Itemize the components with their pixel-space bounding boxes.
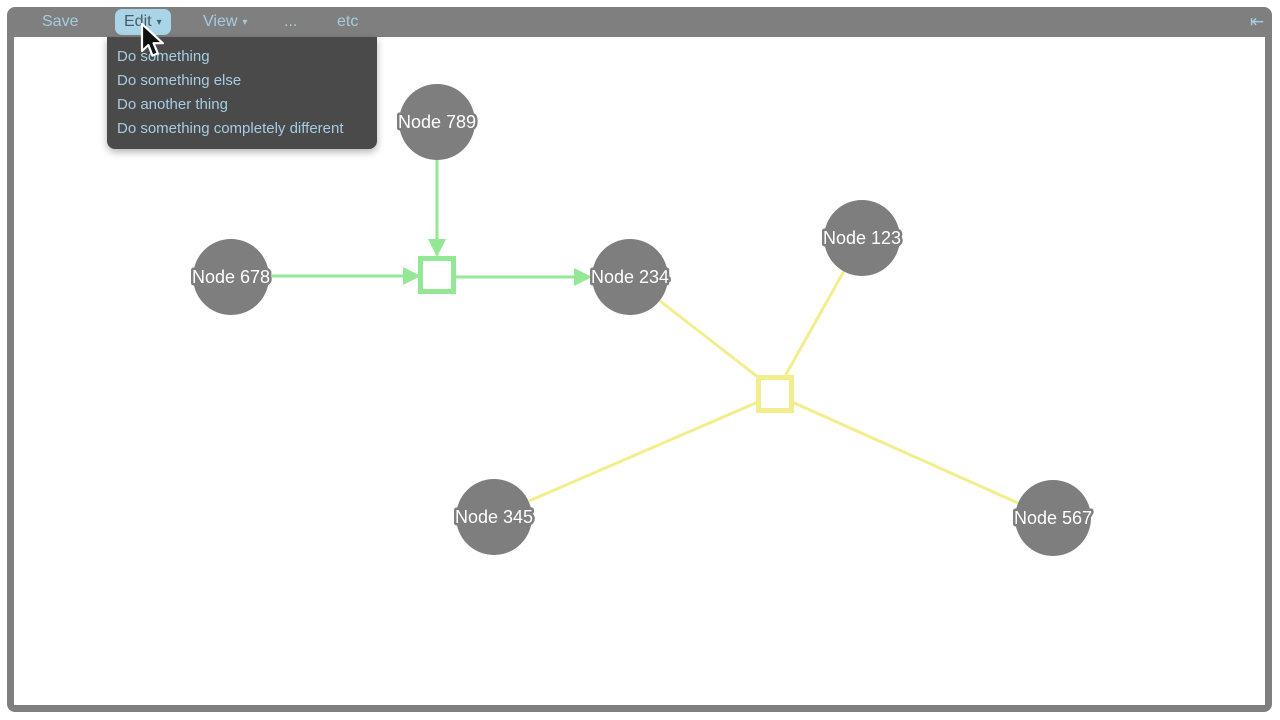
graph-node-345[interactable]: Node 345: [452, 479, 536, 555]
graph-node-789[interactable]: Node 789: [395, 84, 479, 160]
collapse-left-icon[interactable]: ⇤: [1250, 12, 1265, 31]
menu-item-view[interactable]: View ▾: [203, 7, 247, 37]
menu-item-view-label: View: [203, 13, 238, 30]
menu-item-etc[interactable]: etc: [337, 13, 359, 30]
graph-node-234[interactable]: Node 234: [588, 239, 672, 315]
node-678-label: Node 678: [192, 267, 270, 287]
menubar: Save Edit▾ View▾ ... etc ⇤: [7, 7, 1272, 37]
dropdown-item-do-something[interactable]: Do something: [117, 48, 210, 65]
node-123-label: Node 123: [823, 228, 901, 248]
node-345-label: Node 345: [455, 507, 533, 527]
node-789-label: Node 789: [398, 112, 476, 132]
menu-item-save[interactable]: Save: [42, 13, 79, 30]
junction-green[interactable]: [418, 256, 456, 294]
dropdown-item-do-another-thing[interactable]: Do another thing: [117, 96, 228, 113]
dropdown-item-do-something-else[interactable]: Do something else: [117, 72, 242, 89]
node-234-circle[interactable]: [592, 239, 668, 315]
node-345-circle[interactable]: [456, 479, 532, 555]
chevron-down-icon: ▾: [156, 17, 162, 28]
node-789-circle[interactable]: [399, 84, 475, 160]
node-678-circle[interactable]: [193, 239, 269, 315]
graph-node-678[interactable]: Node 678: [189, 239, 273, 315]
node-567-circle[interactable]: [1015, 480, 1091, 556]
edge-node-345-to-junction-yellow[interactable]: [528, 400, 759, 503]
node-234-label: Node 234: [591, 267, 669, 287]
graph-node-567[interactable]: Node 567: [1011, 480, 1095, 556]
menu-item-more[interactable]: ...: [284, 13, 298, 30]
edge-junction-yellow-to-node-567[interactable]: [791, 400, 1019, 505]
dropdown-item-do-something-completely-different[interactable]: Do something completely different: [117, 120, 344, 137]
node-123-circle[interactable]: [824, 200, 900, 276]
node-567-label: Node 567: [1014, 508, 1092, 528]
mouse-cursor: [140, 23, 164, 57]
graph-node-123[interactable]: Node 123: [820, 200, 904, 276]
chevron-down-icon: ▾: [242, 17, 248, 28]
junction-yellow[interactable]: [756, 375, 794, 413]
edge-node-123-to-junction-yellow[interactable]: [782, 270, 846, 379]
edge-node-234-to-junction-yellow[interactable]: [659, 299, 764, 383]
